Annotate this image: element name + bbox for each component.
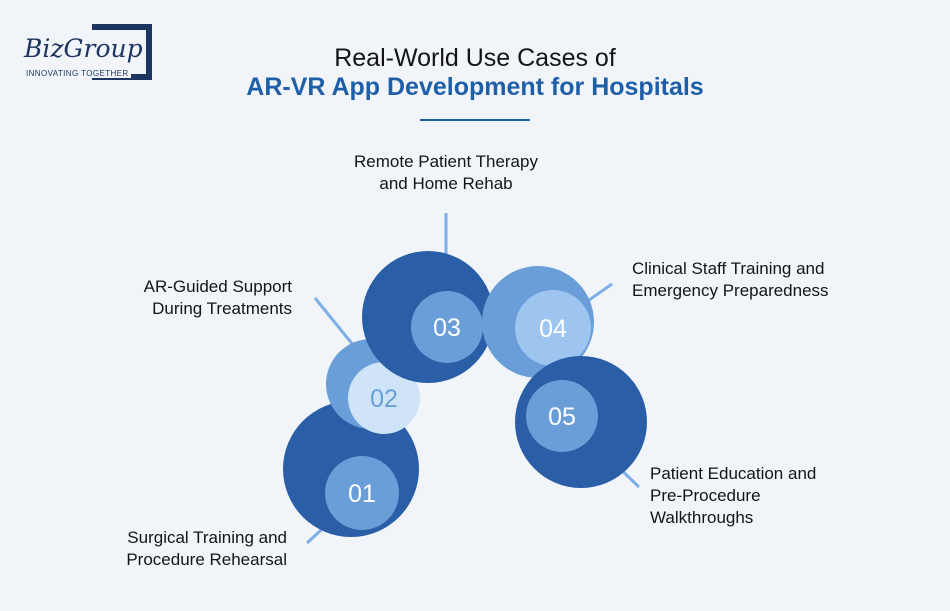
title-underline	[420, 119, 530, 121]
use-case-label-04-line-2: Emergency Preparedness	[632, 281, 829, 300]
use-case-node-03: 03	[362, 251, 494, 383]
use-case-label-02-line-2: During Treatments	[152, 299, 292, 318]
node-number-04: 04	[539, 315, 567, 343]
bizgroup-logo: BizGroup INNOVATING TOGETHER	[22, 22, 157, 82]
use-case-label-01: Surgical Training and Procedure Rehearsa…	[100, 527, 287, 571]
use-case-label-03-line-2: and Home Rehab	[379, 174, 513, 193]
node-inner-circle-03	[411, 291, 483, 363]
use-case-label-04: Clinical Staff Training and Emergency Pr…	[632, 258, 892, 302]
use-case-label-03: Remote Patient Therapy and Home Rehab	[330, 151, 562, 195]
node-number-03: 03	[433, 314, 461, 342]
use-case-label-05-line-2: Pre-Procedure	[650, 486, 761, 505]
node-number-02: 02	[370, 385, 398, 413]
logo-brand-text: BizGroup	[24, 34, 145, 63]
use-case-label-03-line-1: Remote Patient Therapy	[354, 152, 538, 171]
use-case-label-01-line-2: Procedure Rehearsal	[126, 550, 287, 569]
use-case-label-05-line-3: Walkthroughs	[650, 508, 754, 527]
page-title-line-1: Real-World Use Cases of	[334, 44, 616, 72]
use-case-node-01: 01	[283, 401, 419, 537]
use-case-label-05-line-1: Patient Education and	[650, 464, 817, 483]
use-case-label-02-line-1: AR-Guided Support	[143, 277, 292, 296]
use-case-label-01-line-1: Surgical Training and	[127, 528, 287, 547]
node-inner-circle-04	[515, 290, 591, 366]
use-case-node-04: 04	[482, 266, 594, 378]
node-inner-circle-05	[526, 380, 598, 452]
logo-tagline: INNOVATING TOGETHER	[26, 69, 131, 78]
node-number-01: 01	[348, 480, 376, 508]
page-title-line-2: AR-VR App Development for Hospitals	[246, 73, 704, 101]
use-case-label-04-line-1: Clinical Staff Training and	[632, 259, 825, 278]
use-case-node-05: 05	[515, 356, 647, 488]
use-case-label-02: AR-Guided Support During Treatments	[92, 276, 292, 320]
node-inner-circle-01	[325, 456, 399, 530]
node-inner-circle-02	[348, 362, 420, 434]
use-case-label-05: Patient Education and Pre-Procedure Walk…	[650, 463, 890, 529]
node-number-05: 05	[548, 403, 576, 431]
